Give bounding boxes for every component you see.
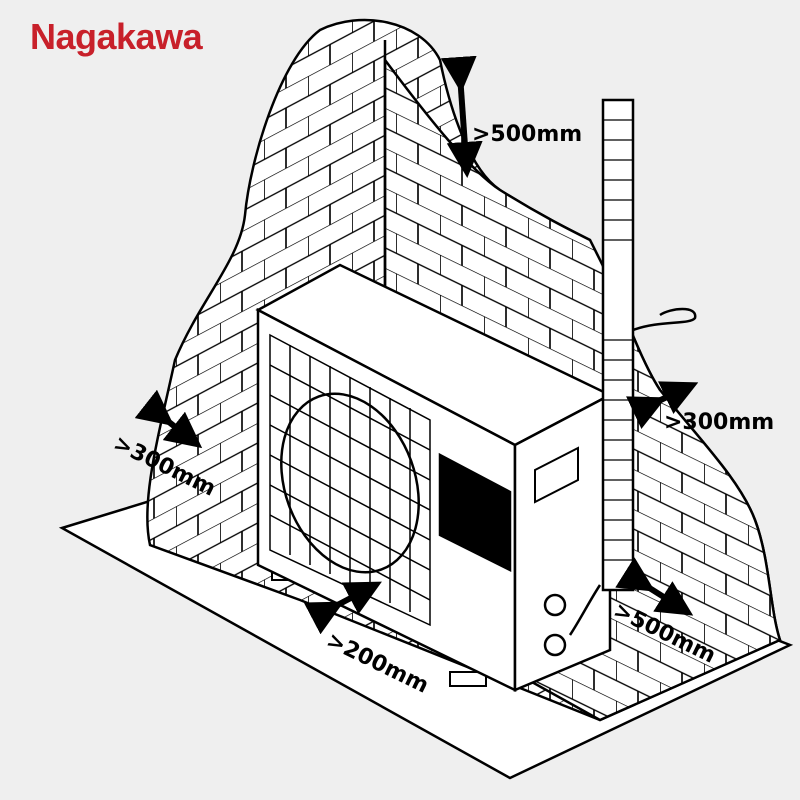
fan-grille bbox=[269, 333, 431, 627]
arrow-top bbox=[440, 55, 483, 178]
outdoor-unit bbox=[255, 263, 613, 692]
label-top-clearance: >500mm bbox=[472, 122, 582, 147]
service-panel bbox=[438, 452, 512, 573]
control-box bbox=[534, 446, 579, 504]
arrow-side bbox=[615, 557, 694, 616]
unit-foot bbox=[449, 671, 487, 687]
label-right-wall-clearance: >300mm bbox=[664, 410, 774, 435]
arrow-left-wall bbox=[134, 389, 203, 449]
drain-pipe bbox=[568, 98, 697, 636]
arrow-right-wall bbox=[626, 381, 699, 429]
arrow-front bbox=[303, 581, 382, 635]
clearance-arrows bbox=[134, 55, 699, 635]
brand-logo: Nagakawa bbox=[30, 16, 203, 57]
